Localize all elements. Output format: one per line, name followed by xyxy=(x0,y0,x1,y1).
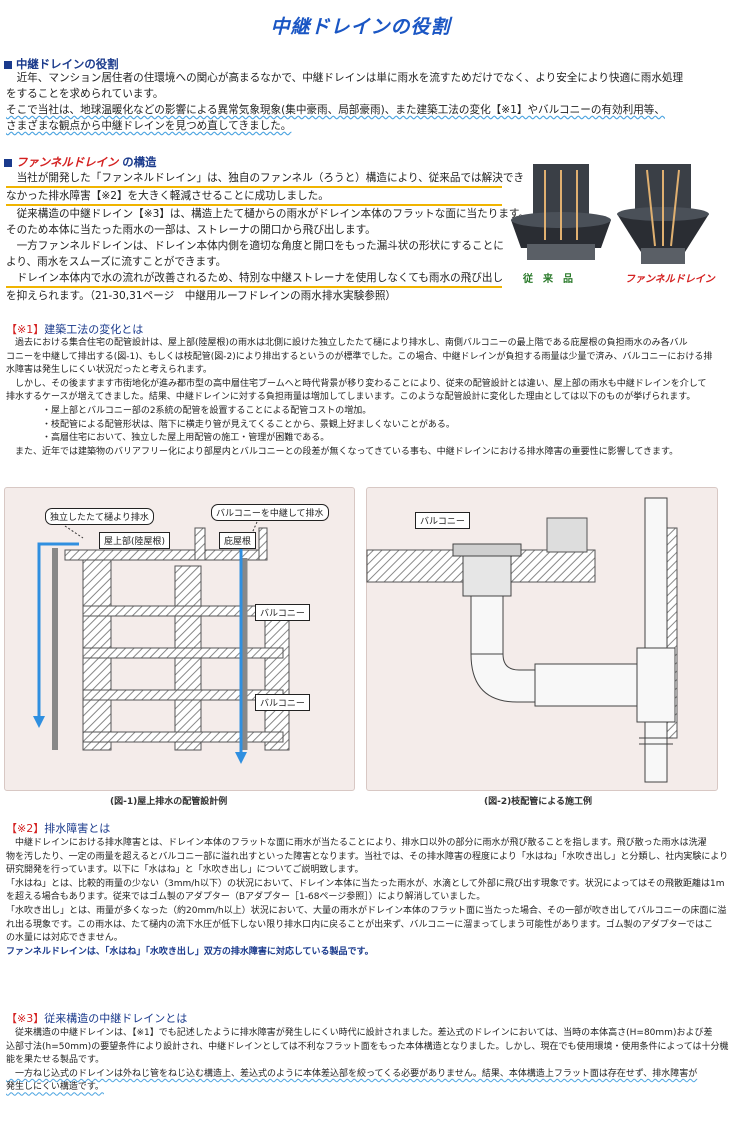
figure-branch-piping: バルコニー xyxy=(366,487,718,791)
section-structure-body: 当社が開発した「ファンネルドレイン」は、独自のファンネル（ろうと）構造により、従… xyxy=(6,170,530,304)
square-bullet-icon xyxy=(4,158,12,167)
text-line: ・枝配管による配管形状は、階下に横走り管が見えてくることから、景観上好ましくない… xyxy=(6,419,455,430)
text-line: しかし、その後ますます市街地化が進み都市型の高中層住宅ブームへと時代背景が移り変… xyxy=(6,378,707,389)
label-roof: 屋上部(陸屋根) xyxy=(99,532,171,549)
note2-heading: 【※2】排水障害とは xyxy=(6,822,111,835)
label-via-balcony: バルコニーを中継して排水 xyxy=(211,504,329,521)
text-line: そこで当社は、地球温暖化などの影響による異常気象現象(集中豪雨、局部豪雨)、また… xyxy=(6,104,665,116)
conventional-label: 従 来 品 xyxy=(523,274,573,285)
text-line: 従来構造の中継ドレインは、【※1】でも記述したように排水障害が発生しにくい時代に… xyxy=(6,1028,713,1038)
note1-body: 過去における集合住宅の配管設計は、屋上部(陸屋根)の雨水は北側に設けた独立したた… xyxy=(6,337,718,459)
section-role-body: 近年、マンション居住者の住環境への関心が高まるなかで、中継ドレインは単に雨水を流… xyxy=(6,70,718,134)
text-line: 中継ドレインにおける排水障害とは、ドレイン本体のフラットな面に雨水が当たることに… xyxy=(6,838,707,848)
text-line: ・屋上部とバルコニー部の2系統の配管を設置することによる配管コストの増加。 xyxy=(6,405,372,416)
text-line: 当社が開発した「ファンネルドレイン」は、独自のファンネル（ろうと）構造により、従… xyxy=(6,170,524,188)
text-line: 研究開発を行っています。以下に「水はね」と「水吹き出し」についてご説明致します。 xyxy=(6,865,364,876)
text-line: さまざまな観点から中継ドレインを見つめ直してきました。 xyxy=(6,120,292,132)
conventional-drain-image xyxy=(511,164,611,260)
note2-body: 中継ドレインにおける排水障害とは、ドレイン本体のフラットな面に雨水が当たることに… xyxy=(6,837,729,959)
section-heading-structure: ファンネルドレイン の構造 xyxy=(4,154,156,170)
brand-name: ファンネルドレイン xyxy=(16,155,119,169)
label-independent-downspout: 独立したたて樋より排水 xyxy=(45,508,154,525)
section-heading-role: 中継ドレインの役割 xyxy=(4,56,119,72)
funnel-label: ファンネルドレイン xyxy=(625,274,715,285)
text-line: より、雨水をスムーズに流すことができます。 xyxy=(6,256,227,268)
text-line: ファンネルドレインは、「水はね」「水吹き出し」双方の排水障害に対応している製品で… xyxy=(6,946,374,957)
label-balcony-2: バルコニー xyxy=(255,694,310,711)
note3-heading: 【※3】従来構造の中継ドレインとは xyxy=(6,1012,188,1025)
text-line: をすることを求められています。 xyxy=(6,88,164,100)
text-line: 発生しにくい構造です。 xyxy=(6,1082,104,1093)
text-line: 過去における集合住宅の配管設計は、屋上部(陸屋根)の雨水は北側に設けた独立したた… xyxy=(6,338,688,348)
text-line: 能を果たせる製品です。 xyxy=(6,1055,105,1066)
text-line: 近年、マンション居住者の住環境への関心が高まるなかで、中継ドレインは単に雨水を流… xyxy=(6,72,684,84)
figure-roof-drainage: 独立したたて樋より排水 バルコニーを中継して排水 屋上部(陸屋根) 庇屋根 バル… xyxy=(4,487,355,791)
text-line: ・高層住宅において、独立した屋上用配管の施工・管理が困難である。 xyxy=(6,433,330,444)
text-line: を超える場合もあります。従来ではゴム製のアダプター（Bアダプター［1-68ページ… xyxy=(6,892,486,903)
text-line: そのため本体に当たった雨水の一部は、ストレーナの開口から飛び出します。 xyxy=(6,224,376,236)
text-line: 一方ねじ込式のドレインは外ねじ管をねじ込む構造上、差込式のように本体差込部を絞っ… xyxy=(6,1068,698,1079)
text-line: 一方ファンネルドレインは、ドレイン本体内側を適切な角度と開口をもった漏斗状の形状… xyxy=(6,240,504,252)
label-balcony-1: バルコニー xyxy=(255,604,310,621)
text-line: 「水はね」とは、比較的雨量の少ない（3mm/h以下）の状況において、ドレイン本体… xyxy=(6,878,725,889)
figure2-caption: (図-2)枝配管による施工例 xyxy=(484,797,592,807)
text-line: 従来構造の中継ドレイン【※3】は、構造上たて樋からの雨水がドレイン本体のフラット… xyxy=(6,208,530,220)
text-line: コニーを中継して排出する(図-1)、もしくは枝配管(図-2)により排出するという… xyxy=(6,351,713,362)
text-line: を抑えられます。（21-30,31ページ 中継用ルーフドレインの雨水排水実験参照… xyxy=(6,290,397,302)
text-line: の水量には対応できません。 xyxy=(6,933,123,944)
text-line: ドレイン本体内で水の流れが改善されるため、特別な中継ストレーナを使用しなくても雨… xyxy=(6,270,503,288)
text-line: 「水吹き出し」とは、雨量が多くなった（約20mm/h以上）状況において、大量の雨… xyxy=(6,905,727,916)
note3-body: 従来構造の中継ドレインは、【※1】でも記述したように排水障害が発生しにくい時代に… xyxy=(6,1027,729,1095)
square-bullet-icon xyxy=(4,60,12,69)
figure1-caption: (図-1)屋上排水の配管設計例 xyxy=(110,797,228,807)
text-line: なかった排水障害【※2】を大きく軽減させることに成功しました。 xyxy=(6,188,502,206)
text-line: れ出る現象です。この雨水は、たて樋内の流下水圧が低下しない限り排水口内に戻ること… xyxy=(6,919,714,930)
text-line: 排水するケースが増えてきました。結果、中継ドレインに対する負担雨量は増加してしま… xyxy=(6,392,696,403)
text-line: また、近年では建築物のバリアフリー化により部屋内とバルコニーとの段差が無くなって… xyxy=(6,446,679,457)
label-eave-roof: 庇屋根 xyxy=(219,532,257,549)
drain-comparison-photo: 従 来 品 ファンネルドレイン xyxy=(505,160,717,290)
note1-heading: 【※1】建築工法の変化とは xyxy=(6,323,144,336)
funnel-drain-image xyxy=(617,164,709,264)
text-line: 込部寸法(h=50mm)の要望条件により設計され、中継ドレインとしては不利なフラ… xyxy=(6,1041,729,1052)
text-line: 物を汚したり、一定の雨量を超えるとバルコニー部に溢れ出すといった障害となります。… xyxy=(6,851,729,862)
label-balcony: バルコニー xyxy=(415,512,470,529)
text-line: 水障害は発生しにくい状況だったと考えられます。 xyxy=(6,365,212,376)
page-title: 中継ドレインの役割 xyxy=(270,16,451,38)
